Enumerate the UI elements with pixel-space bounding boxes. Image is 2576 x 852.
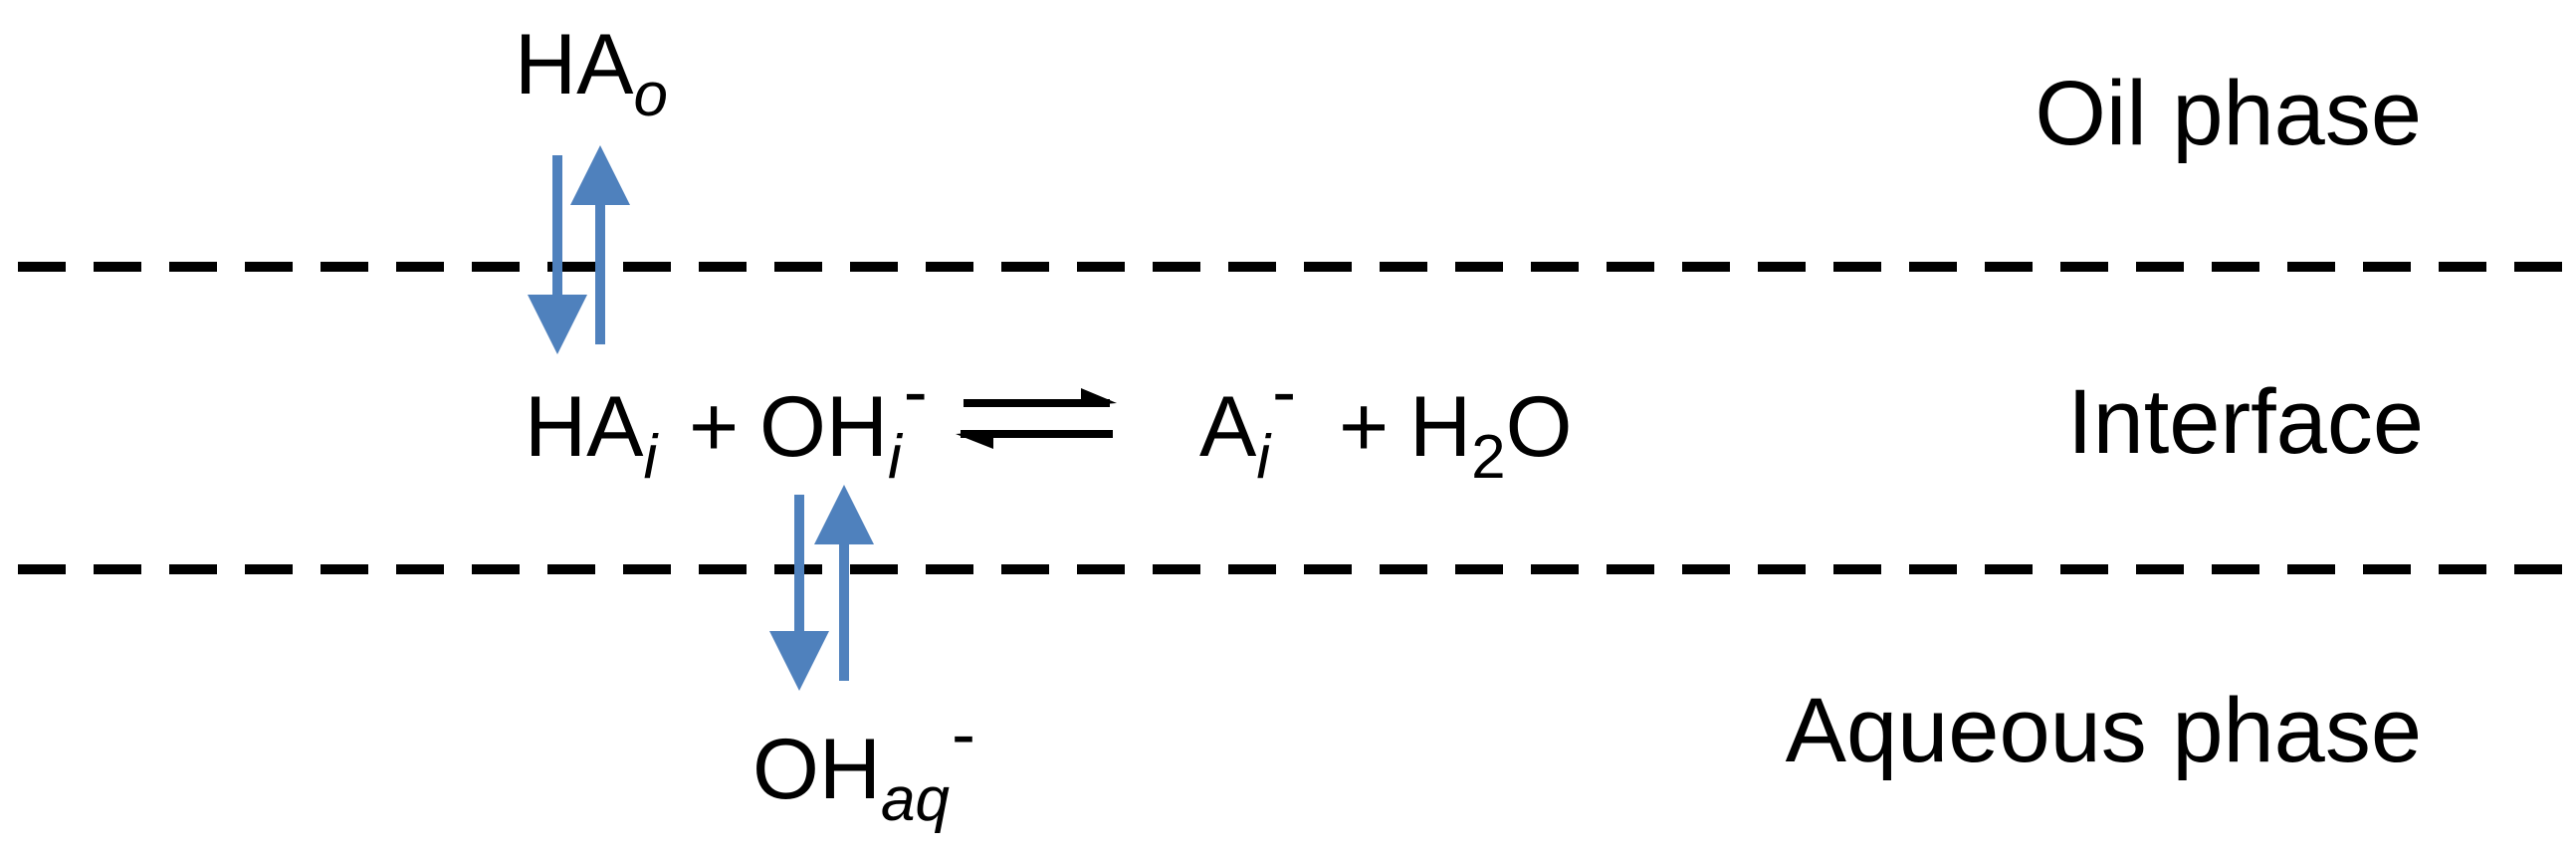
oh-interface-base: OH bbox=[759, 379, 888, 475]
oil-phase-label: Oil phase bbox=[2035, 63, 2422, 164]
water-oxygen: O bbox=[1505, 379, 1573, 475]
aqueous-phase-label: Aqueous phase bbox=[1785, 680, 2422, 781]
a-interface-formula: Ai- bbox=[1199, 356, 1296, 489]
oh-aqueous-base: OH bbox=[752, 722, 881, 817]
oh-aqueous-charge: - bbox=[951, 695, 975, 774]
interface-label: Interface bbox=[2067, 371, 2424, 473]
equilibrium-arrows-icon bbox=[956, 388, 1117, 449]
oh-interface-formula: OHi- bbox=[759, 356, 928, 489]
ha-interface-subscript: i bbox=[643, 423, 658, 492]
water-formula: H2O bbox=[1409, 384, 1573, 489]
ha-oil-formula: HAo bbox=[515, 22, 668, 126]
ha-interface-formula: HAi bbox=[525, 384, 657, 489]
ha-oil-subscript: o bbox=[633, 61, 668, 129]
water-subscript: 2 bbox=[1471, 423, 1506, 492]
a-interface-base: A bbox=[1199, 379, 1257, 475]
oh-aqueous-formula: OHaq- bbox=[752, 699, 975, 831]
oh-aqueous-subscript: aq bbox=[881, 765, 950, 834]
a-interface-subscript: i bbox=[1256, 423, 1271, 492]
plus-sign: + bbox=[1339, 379, 1390, 475]
a-interface-charge: - bbox=[1272, 352, 1297, 432]
oh-interface-subscript: i bbox=[888, 423, 902, 492]
water-hydrogen: H bbox=[1409, 379, 1472, 475]
ha-interface-base: HA bbox=[525, 379, 644, 475]
oh-interface-charge: - bbox=[903, 352, 928, 432]
plus-sign: + bbox=[689, 379, 740, 475]
ha-oil-base: HA bbox=[515, 17, 634, 112]
